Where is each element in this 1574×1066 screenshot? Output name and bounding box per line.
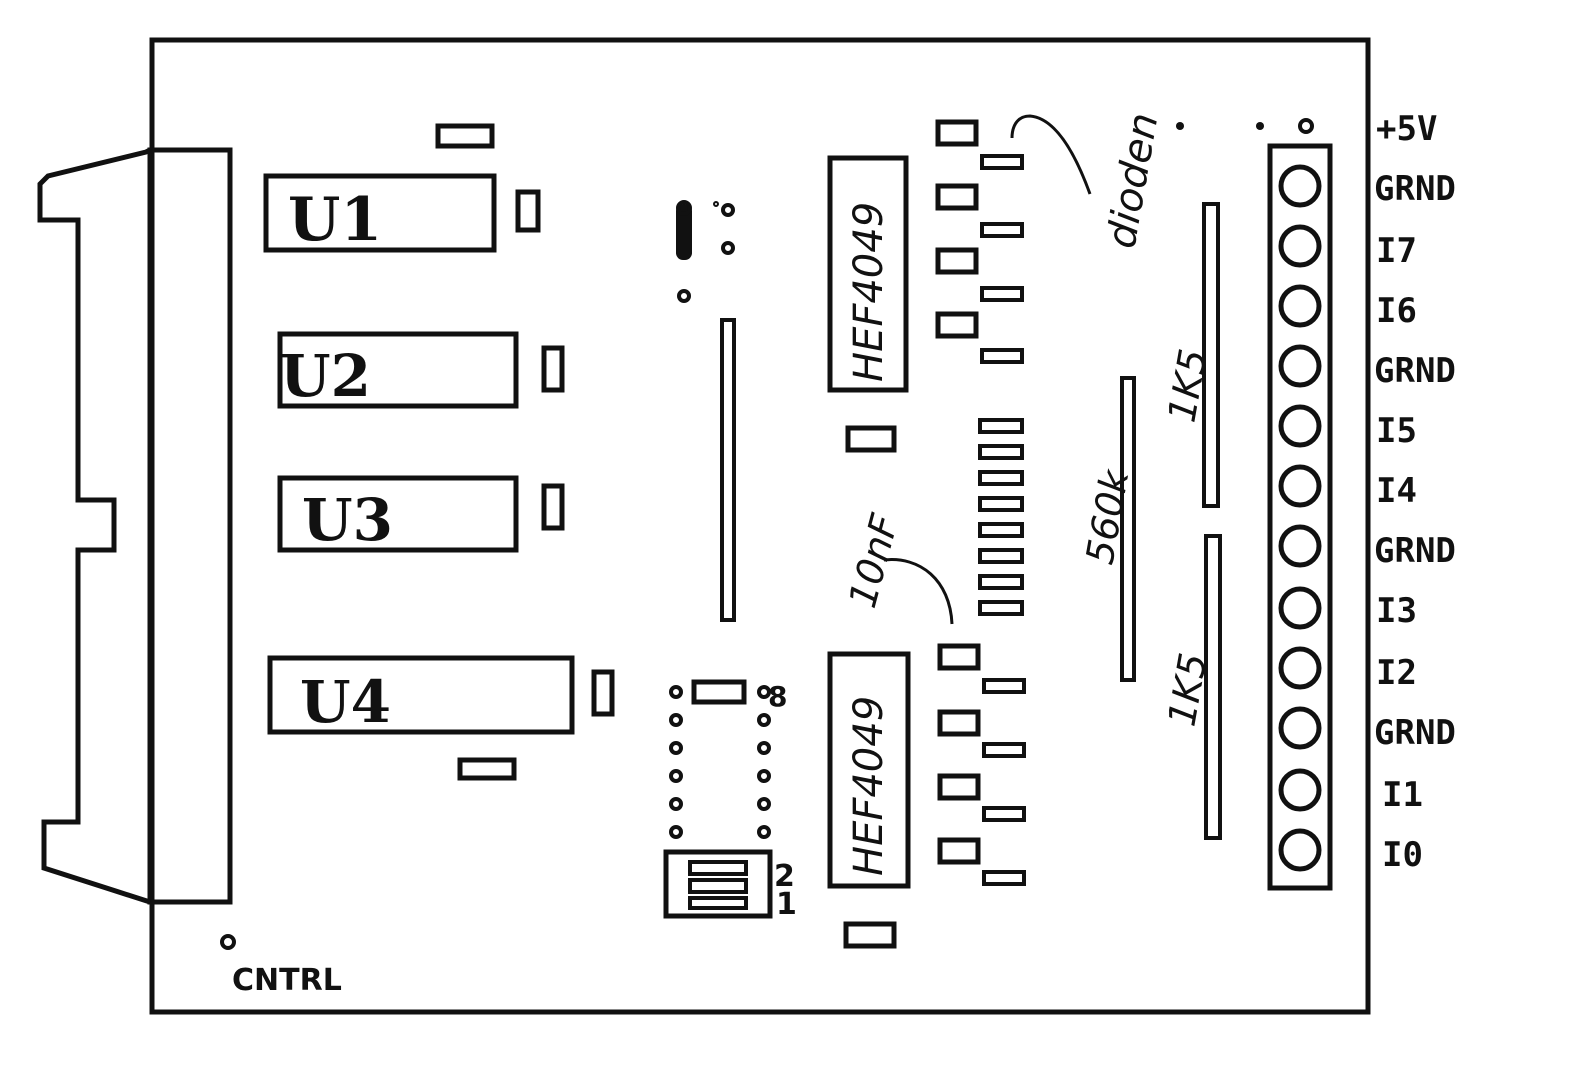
trimmer-component bbox=[676, 200, 735, 303]
ic-hef4049-top: HEF4049 bbox=[827, 155, 909, 393]
ic-u3: U3 bbox=[277, 475, 519, 554]
resistor-stack bbox=[978, 418, 1024, 616]
res-1k5-top-label: 1K5 bbox=[1160, 346, 1216, 426]
cntrl-pad bbox=[220, 934, 236, 950]
ic-u1-label: U1 bbox=[288, 185, 382, 255]
jumper-block: 2 1 bbox=[663, 849, 797, 922]
pin-label-i5: I5 bbox=[1376, 411, 1417, 451]
ic-hef4049-bottom-label: HEF4049 bbox=[846, 696, 892, 876]
diodes-bottom bbox=[937, 643, 1026, 886]
pin-label-i4: I4 bbox=[1376, 471, 1417, 511]
pin-label-plus5v: +5V bbox=[1376, 109, 1437, 149]
u-side-components bbox=[435, 123, 615, 781]
dip-pins-right bbox=[757, 685, 771, 839]
terminal-pad bbox=[1278, 586, 1322, 630]
jumper-pin-2-label: 2 bbox=[774, 859, 795, 894]
pin-label-i2: I2 bbox=[1376, 653, 1417, 693]
resistor-array-560k bbox=[1120, 376, 1136, 682]
dioden-leader bbox=[1010, 114, 1092, 195]
res-560k-label: 560k bbox=[1078, 465, 1138, 568]
ic-hef4049-bottom: HEF4049 bbox=[827, 651, 911, 889]
ic-u2: U2 bbox=[277, 331, 519, 410]
ic-u4: U4 bbox=[267, 655, 575, 736]
dioden-label: dioden bbox=[1099, 109, 1168, 251]
terminal-pad bbox=[1278, 828, 1322, 872]
terminal-strip bbox=[1267, 143, 1333, 891]
resistor-array-1k5-bottom bbox=[1204, 534, 1222, 840]
diodes-top bbox=[935, 119, 1024, 364]
terminal-pad bbox=[1278, 404, 1322, 448]
pin-label-i3: I3 bbox=[1376, 591, 1417, 631]
terminal-pad bbox=[1278, 706, 1322, 750]
wire-link bbox=[720, 318, 736, 622]
dip-socket: 8 bbox=[669, 679, 787, 839]
pin-label-grnd: GRND bbox=[1374, 531, 1456, 571]
pin-label-grnd: GRND bbox=[1374, 351, 1456, 391]
cap-leader bbox=[883, 558, 954, 625]
edge-connector bbox=[37, 147, 233, 905]
resistor-array-1k5-top bbox=[1202, 202, 1220, 508]
capacitors bbox=[843, 425, 897, 949]
terminal-pad bbox=[1278, 284, 1322, 328]
ic-hef4049-top-label: HEF4049 bbox=[846, 202, 892, 382]
jumper-pin-1-label: 1 bbox=[776, 887, 797, 922]
top-right-pads bbox=[1176, 118, 1314, 134]
ic-u3-label: U3 bbox=[302, 486, 393, 554]
pin-label-grnd: GRND bbox=[1374, 713, 1456, 753]
terminal-pad bbox=[1278, 224, 1322, 268]
pin-label-grnd: GRND bbox=[1374, 169, 1456, 209]
pin-label-i7: I7 bbox=[1376, 231, 1417, 271]
pin-label-i6: I6 bbox=[1376, 291, 1417, 331]
terminal-pad bbox=[1278, 164, 1322, 208]
terminal-pad bbox=[1278, 646, 1322, 690]
ic-u4-label: U4 bbox=[300, 668, 391, 736]
dip-pin-8-label: 8 bbox=[768, 680, 787, 713]
ic-u1: U1 bbox=[263, 173, 497, 255]
cntrl-label: CNTRL bbox=[232, 963, 342, 998]
terminal-pad bbox=[1278, 768, 1322, 812]
pin-label-i1: I1 bbox=[1382, 775, 1423, 815]
terminal-labels: +5V GRND I7 I6 GRND I5 I4 GRND I3 I2 GRN… bbox=[1374, 109, 1456, 875]
terminal-pad bbox=[1278, 524, 1322, 568]
terminal-pad bbox=[1278, 344, 1322, 388]
ic-u2-label: U2 bbox=[280, 342, 371, 410]
dip-pins-left bbox=[669, 685, 683, 839]
pin-label-i0: I0 bbox=[1382, 835, 1423, 875]
terminal-pad bbox=[1278, 464, 1322, 508]
